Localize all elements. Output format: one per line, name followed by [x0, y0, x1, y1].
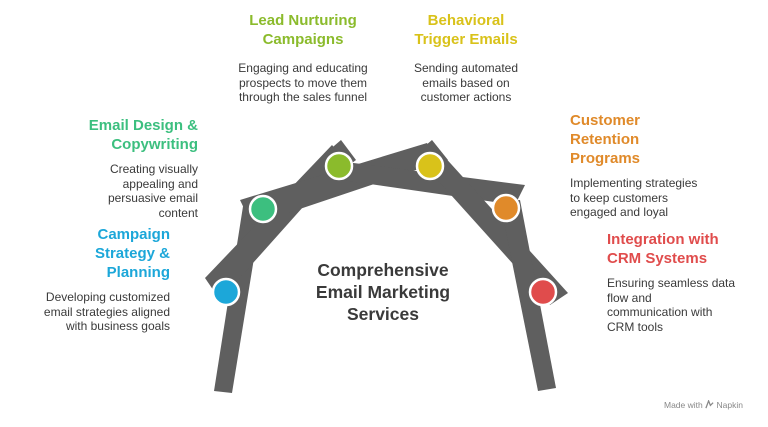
- desc-line: customer actions: [420, 90, 512, 104]
- napkin-logo-icon: [705, 399, 714, 411]
- desc-line: prospects to move them: [238, 75, 368, 90]
- desc-line: Developing customized: [45, 290, 170, 304]
- campaign-strategy-title: Campaign Strategy & Planning: [10, 225, 170, 282]
- node-lead-nurturing: [324, 151, 354, 181]
- desc-line: content: [158, 205, 198, 220]
- crm-integration-description: Ensuring seamless data flow and communic…: [607, 276, 762, 334]
- title-line: CRM Systems: [607, 250, 708, 267]
- title-line: Campaign: [97, 226, 170, 243]
- napkin-brand: Napkin: [716, 400, 743, 410]
- lead-nurturing-description: Engaging and educating prospects to move…: [218, 61, 388, 105]
- crm-integration-title: Integration with CRM Systems: [607, 230, 762, 268]
- title-line: Trigger Emails: [414, 31, 518, 48]
- title-line: Planning: [106, 264, 170, 281]
- desc-line: Creating visually: [109, 162, 198, 176]
- title-line: Retention: [570, 131, 640, 148]
- email-design-title: Email Design & Copywriting: [30, 116, 198, 154]
- behavioral-trigger-description: Sending automated emails based on custom…: [386, 61, 546, 105]
- title-line: Lead Nurturing: [249, 12, 357, 29]
- node-customer-retention: [491, 193, 521, 223]
- lead-nurturing-block: Lead Nurturing Campaigns Engaging and ed…: [218, 11, 388, 105]
- desc-line: email strategies aligned: [43, 304, 170, 319]
- desc-line: with business goals: [65, 319, 170, 333]
- title-line: Campaigns: [262, 31, 344, 48]
- behavioral-trigger-title: Behavioral Trigger Emails: [386, 11, 546, 49]
- title-line: Programs: [570, 150, 641, 167]
- desc-line: engaged and loyal: [570, 205, 669, 219]
- desc-line: Ensuring seamless data: [607, 276, 736, 290]
- desc-line: Engaging and educating: [238, 61, 368, 75]
- email-design-description: Creating visually appealing and persuasi…: [30, 162, 198, 220]
- desc-line: appealing and: [122, 176, 198, 191]
- campaign-strategy-description: Developing customized email strategies a…: [10, 290, 170, 334]
- node-behavioral-trigger: [415, 151, 445, 181]
- arch-right-leg: [500, 200, 556, 391]
- title-line: Behavioral: [427, 12, 505, 29]
- node-crm-integration: [528, 277, 558, 307]
- title-line: Strategy &: [94, 245, 170, 262]
- title-line: Customer: [570, 112, 641, 129]
- campaign-strategy-block: Campaign Strategy & Planning Developing …: [10, 225, 170, 334]
- desc-line: Sending automated: [413, 61, 519, 75]
- center-title-line: Email Marketing: [315, 282, 451, 302]
- desc-line: persuasive email: [107, 191, 198, 205]
- desc-line: through the sales funnel: [238, 90, 368, 104]
- email-design-block: Email Design & Copywriting Creating visu…: [30, 116, 198, 220]
- desc-line: to keep customers: [570, 190, 669, 205]
- title-line: Copywriting: [111, 136, 198, 153]
- node-email-design: [248, 194, 278, 224]
- arch-left-upper-beam: [240, 143, 437, 225]
- desc-line: emails based on: [422, 75, 510, 90]
- center-title: Comprehensive Email Marketing Services: [288, 259, 478, 325]
- behavioral-trigger-block: Behavioral Trigger Emails Sending automa…: [386, 11, 546, 105]
- center-title-line: Services: [346, 304, 419, 324]
- footer: Made with Napkin: [664, 399, 743, 411]
- desc-line: CRM tools: [607, 319, 664, 334]
- customer-retention-title: Customer Retention Programs: [570, 111, 750, 168]
- title-line: Integration with: [607, 231, 719, 248]
- customer-retention-description: Implementing strategies to keep customer…: [570, 176, 750, 220]
- customer-retention-block: Customer Retention Programs Implementing…: [570, 111, 750, 220]
- made-with-label: Made with: [664, 400, 703, 410]
- crm-integration-block: Integration with CRM Systems Ensuring se…: [607, 230, 762, 334]
- center-title-line: Comprehensive: [317, 260, 449, 280]
- desc-line: Implementing strategies: [570, 176, 698, 190]
- lead-nurturing-title: Lead Nurturing Campaigns: [218, 11, 388, 49]
- title-line: Email Design &: [88, 117, 198, 134]
- node-campaign-strategy: [211, 277, 241, 307]
- desc-line: communication with: [607, 305, 713, 319]
- desc-line: flow and: [607, 290, 652, 305]
- arch-structure: [205, 140, 568, 393]
